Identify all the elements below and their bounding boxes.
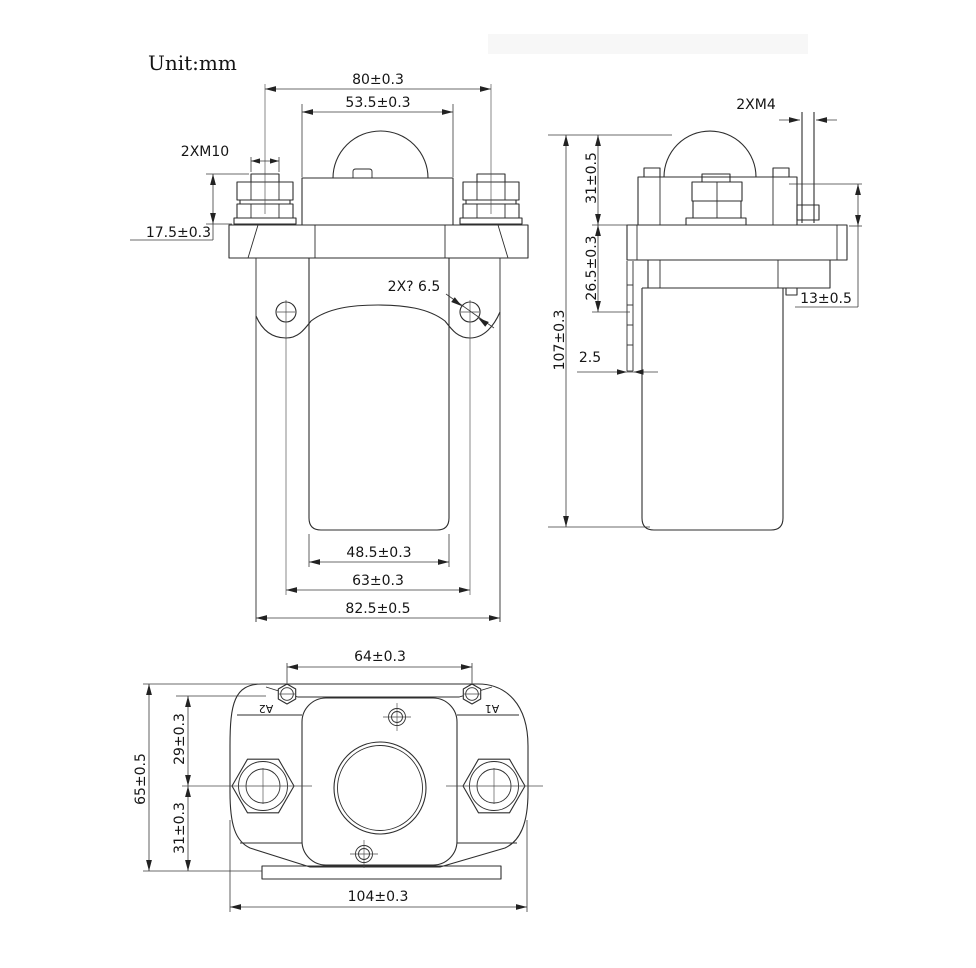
side-cylinder-body	[641, 288, 784, 531]
dim-top-overall-width: 104±0.3	[348, 889, 409, 905]
side-support-block	[647, 259, 831, 289]
top-screw-upper	[383, 703, 411, 731]
top-center-bore-outer	[333, 741, 427, 835]
side-dome-arc	[663, 130, 757, 178]
dim-side-bracket-thickness: 2.5	[579, 350, 601, 366]
front-view-part-outline	[228, 84, 529, 622]
top-view-dimensions: 64±0.3 65±0.5 29±0.3 31±0.3 104±0.3	[133, 649, 528, 912]
front-top-block	[301, 177, 454, 226]
dim-top-overall-depth: 65±0.5	[133, 753, 149, 805]
front-dome-arc	[332, 130, 429, 179]
front-view: 80±0.3 53.5±0.3 2XM10 17.5±0.3 2X? 6.5	[130, 72, 529, 622]
label-terminal-a2: A2	[259, 702, 274, 715]
dim-front-cover-width: 53.5±0.3	[345, 95, 410, 111]
side-flange	[626, 224, 848, 261]
dim-front-stud-thread: 2XM10	[181, 144, 229, 160]
dim-top-aux-terminal-spacing: 64±0.3	[354, 649, 406, 665]
dim-front-body-width: 48.5±0.3	[346, 545, 411, 561]
side-view: 107±0.3 31±0.5 26.5±0.3 2.5 2XM4 13±0.5	[548, 97, 862, 531]
top-view-part-outline: A2 A1	[182, 683, 543, 880]
dim-front-bracket-width: 82.5±0.5	[345, 601, 410, 617]
front-dome-nub	[352, 168, 373, 178]
dim-side-aux-block-height: 13±0.5	[800, 291, 852, 307]
dim-front-hole-spacing: 63±0.3	[352, 573, 404, 589]
front-view-dimensions: 80±0.3 53.5±0.3 2XM10 17.5±0.3 2X? 6.5	[130, 72, 500, 621]
top-outline	[229, 683, 529, 868]
dim-side-overall-height: 107±0.3	[552, 310, 568, 371]
side-view-part-outline	[626, 112, 848, 531]
unit-label: Unit:mm	[148, 51, 237, 75]
watermark-band	[488, 34, 808, 54]
dim-top-lower-offset: 31±0.3	[172, 802, 188, 854]
dim-front-stud-height: 17.5±0.3	[146, 225, 211, 241]
dim-side-top-height: 31±0.5	[584, 152, 600, 204]
top-view: A2 A1 64±0.3	[133, 649, 543, 912]
front-coil-body	[308, 258, 450, 531]
side-view-dimensions: 107±0.3 31±0.5 26.5±0.3 2.5 2XM4 13±0.5	[548, 97, 862, 528]
top-terminal-a1	[462, 683, 482, 705]
top-inner-edge	[265, 686, 493, 698]
dim-front-mount-holes: 2X? 6.5	[388, 279, 441, 295]
dim-side-aux-thread: 2XM4	[736, 97, 776, 113]
side-bracket-strip	[626, 261, 634, 372]
top-center-housing	[301, 697, 458, 866]
top-terminal-a2	[277, 683, 297, 705]
top-center-bore-inner	[337, 745, 423, 831]
dim-top-upper-offset: 29±0.3	[172, 713, 188, 765]
label-terminal-a1: A1	[485, 702, 500, 715]
side-terminal-stack	[685, 173, 747, 226]
top-base-plate	[261, 865, 502, 880]
front-bracket-curve	[255, 304, 501, 339]
top-screw-lower	[350, 840, 378, 868]
dim-front-terminal-spacing: 80±0.3	[352, 72, 404, 88]
side-aux-nut	[796, 204, 820, 221]
dim-side-mid-height: 26.5±0.3	[584, 235, 600, 300]
front-flange	[228, 224, 529, 259]
